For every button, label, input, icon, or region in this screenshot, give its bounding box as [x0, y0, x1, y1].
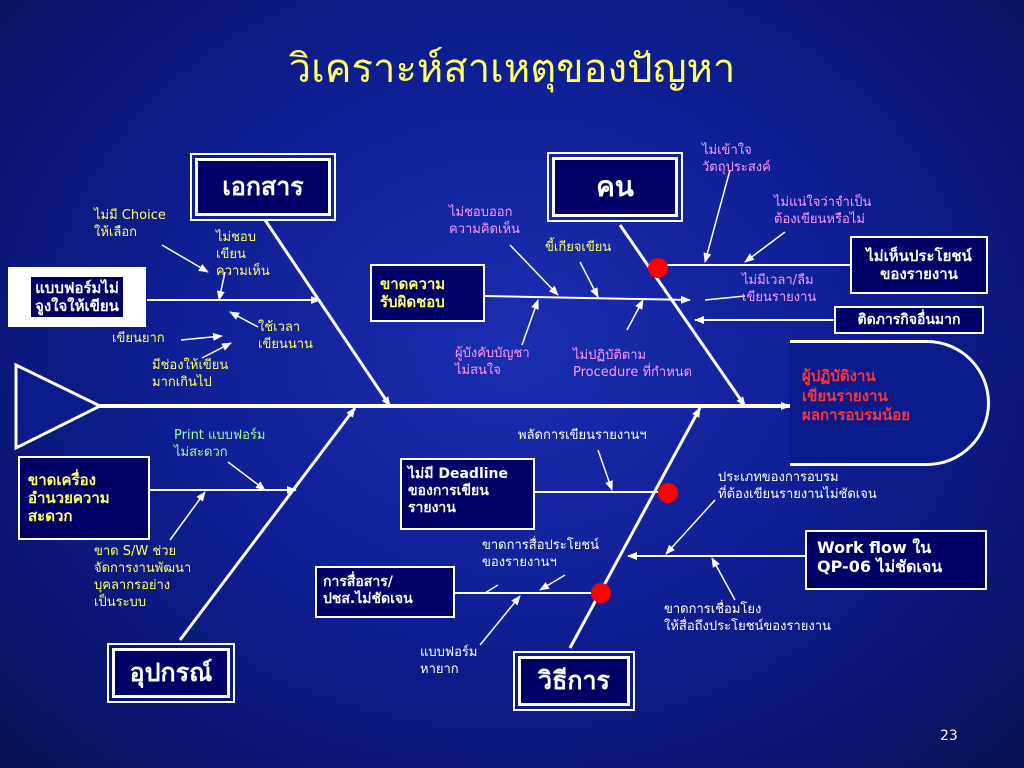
bone-method — [568, 407, 702, 649]
label-not-follow: ไม่ปฏิบัติตาม Procedure ที่กำหนด — [573, 348, 693, 380]
label-lazy: ขี้เกียจเขียน — [545, 240, 612, 255]
cause-lack-tools: ขาดเครื่อง อำนวยความ สะดวก — [18, 456, 150, 540]
cause-form-unmotivating-text: แบบฟอร์มไม่ จูงใจให้เขียน — [31, 277, 123, 317]
bone-equipment — [178, 407, 357, 641]
label-unsure-required: ไม่แน่ใจว่าจำเป็น ต้องเขียนหรือไม่ — [774, 195, 872, 227]
marker-no-benefit — [648, 258, 668, 278]
label-too-many-fields: มีช่องให้เขียน มากเกินไป — [152, 358, 229, 390]
page-number: 23 — [940, 728, 958, 744]
cause-other-work: ติดภารกิจอื่นมาก — [834, 306, 984, 334]
cause-workflow: Work flow ใน QP-06 ไม่ชัดเจน — [805, 530, 987, 590]
label-training-type: ประเภทของการอบรม ที่ต้องเขียนรายงานไม่ชั… — [718, 470, 877, 502]
label-no-software: ขาด S/W ช่วย จัดการงานพัฒนา บุคลากรอย่าง… — [94, 544, 192, 610]
label-not-like-writing: ไม่ชอบ เขียน ความเห็น — [216, 230, 270, 279]
slide-title: วิเคราะห์สาเหตุของปัญหา — [288, 46, 736, 92]
label-takes-long: ใช้เวลา เขียนนาน — [258, 320, 313, 352]
label-postpone: พลัดการเขียนรายงานฯ — [518, 428, 647, 443]
cause-lack-responsibility: ขาดความ รับผิดชอบ — [370, 264, 485, 322]
label-no-comm-benefit: ขาดการสื่อประโยชน์ ของรายงานฯ — [482, 538, 600, 570]
cause-form-unmotivating: แบบฟอร์มไม่ จูงใจให้เขียน — [8, 267, 146, 327]
label-no-choice: ไม่มี Choice ให้เลือก — [94, 208, 166, 240]
label-no-time: ไม่มีเวลา/ลืม เขียนรายงาน — [742, 273, 817, 305]
marker-no-deadline — [658, 483, 678, 503]
cause-no-deadline: ไม่มี Deadline ของการเขียน รายงาน — [400, 458, 535, 530]
label-form-hard-find: แบบฟอร์ม หายาก — [420, 645, 478, 677]
fish-tail — [14, 362, 104, 451]
effect-head: ผู้ปฏิบัติงาน เขียนรายงาน ผลการอบรมน้อย — [790, 340, 990, 466]
bone-document — [263, 219, 392, 407]
cause-no-benefit: ไม่เห็นประโยชน์ ของรายงาน — [850, 236, 988, 294]
label-hard-to-write: เขียนยาก — [112, 331, 165, 346]
label-not-understand: ไม่เข้าใจ วัตถุประสงค์ — [702, 143, 771, 175]
category-people: คน — [547, 152, 683, 222]
category-equipment: อุปกรณ์ — [107, 643, 235, 703]
label-no-link: ขาดการเชื่อมโยง ให้สื่อถึงประโยชน์ของราย… — [664, 602, 831, 634]
category-document: เอกสาร — [190, 153, 336, 221]
cause-workflow-text: Work flow ใน QP-06 ไม่ชัดเจน — [807, 532, 985, 588]
label-print-form: Print แบบฟอร์ม ไม่สะดวก — [174, 428, 266, 460]
cause-communication-text: การสื่อสาร/ ปชส.ไม่ชัดเจน — [317, 568, 453, 616]
bone-people — [618, 224, 747, 407]
label-supervisor: ผู้บังคับบัญชา ไม่สนใจ — [455, 346, 530, 378]
cause-communication: การสื่อสาร/ ปชส.ไม่ชัดเจน — [315, 566, 455, 618]
label-not-like-opinion: ไม่ชอบออก ความคิดเห็น — [449, 205, 520, 237]
category-method: วิธีการ — [513, 651, 635, 711]
cause-no-deadline-text: ไม่มี Deadline ของการเขียน รายงาน — [402, 460, 533, 528]
marker-communication — [591, 583, 611, 603]
